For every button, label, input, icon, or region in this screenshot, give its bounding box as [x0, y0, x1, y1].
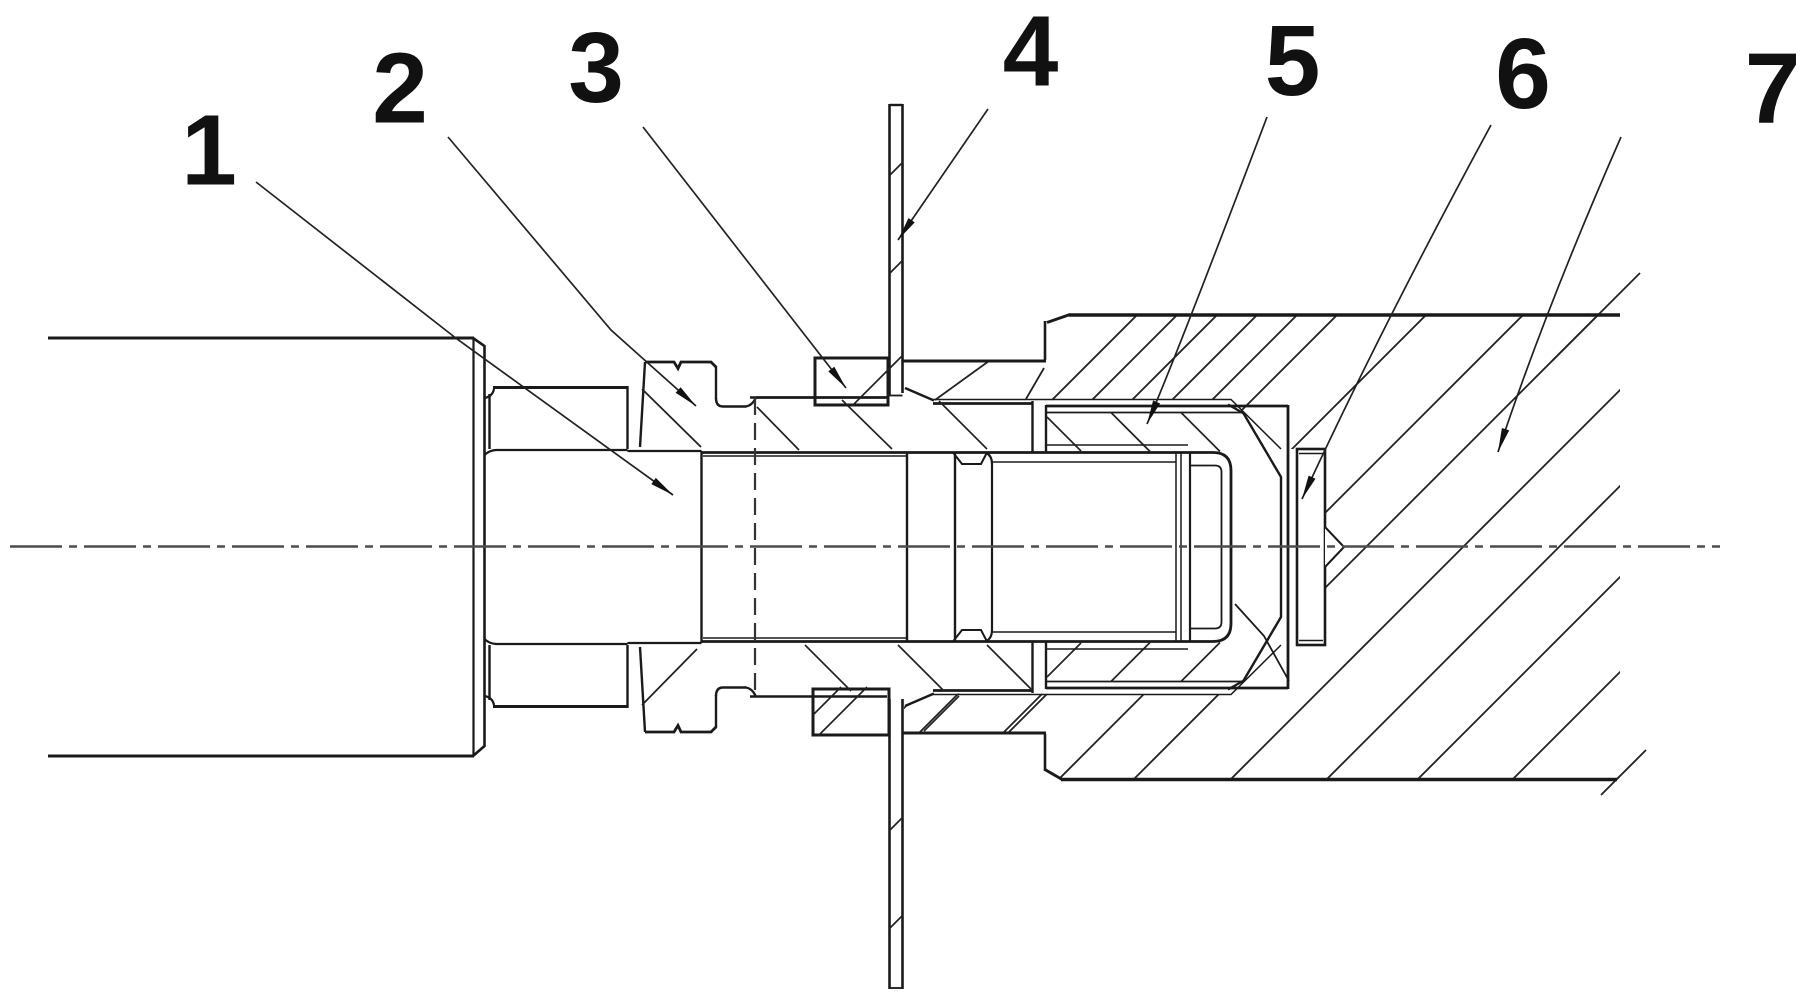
svg-text:6: 6 — [1495, 18, 1551, 130]
svg-text:1: 1 — [181, 95, 237, 207]
svg-text:7: 7 — [1745, 33, 1801, 145]
svg-text:5: 5 — [1265, 5, 1321, 117]
svg-text:4: 4 — [1003, 0, 1059, 108]
svg-text:2: 2 — [372, 33, 428, 145]
svg-text:3: 3 — [568, 12, 624, 124]
